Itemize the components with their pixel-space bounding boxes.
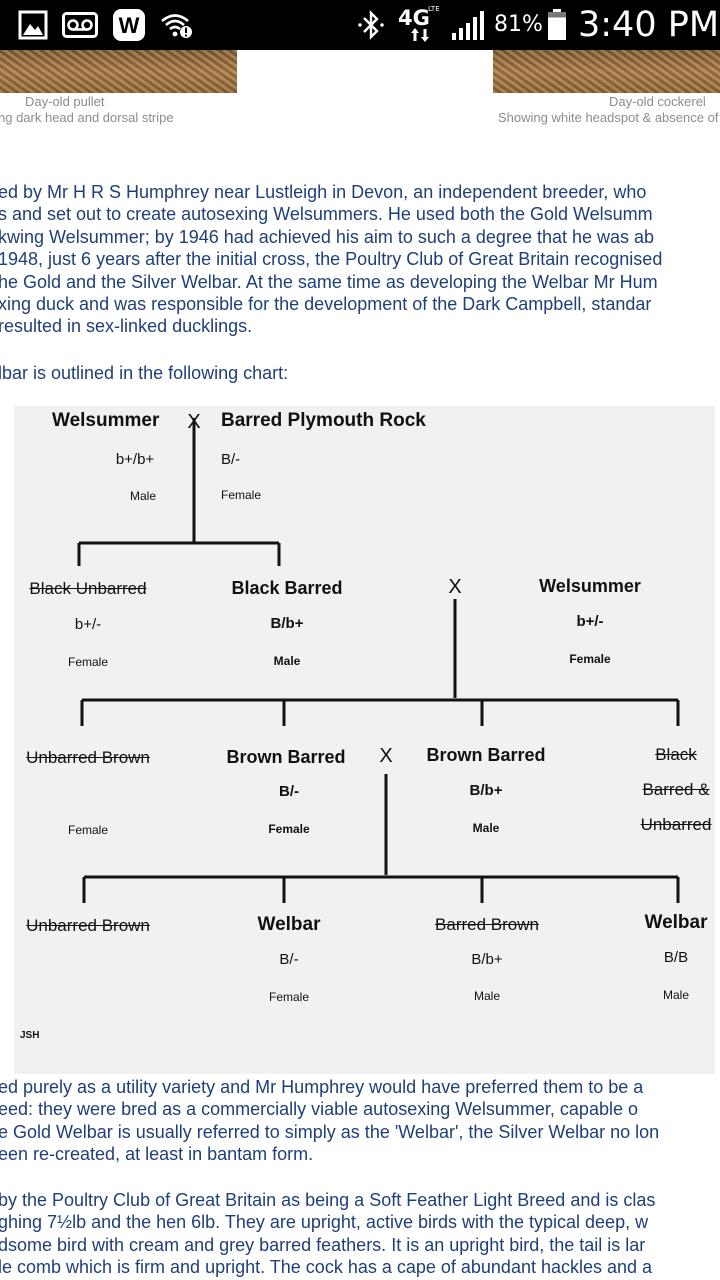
chart-credit: JSH — [20, 1030, 40, 1041]
text-line: 1948, just 6 years after the initial cro… — [0, 249, 663, 270]
gen2-unbarred-brown-sex: Female — [67, 823, 109, 837]
battery-icon — [546, 9, 568, 41]
cockerel-photo — [493, 50, 720, 93]
gen3-unbarred-brown-name: Unbarred Brown — [26, 916, 150, 935]
text-line: xing duck and was responsible for the de… — [0, 294, 652, 315]
text-line: by the Poultry Club of Great Britain as … — [0, 1190, 656, 1210]
text-line: dsome bird with cream and grey barred fe… — [0, 1234, 646, 1255]
gen2-brown-barred-male-genotype: B/b+ — [469, 782, 503, 799]
voicemail-icon — [62, 9, 98, 41]
parent-welsummer-genotype: b+/b+ — [115, 451, 155, 468]
text-line: eed: they were bred as a commercially vi… — [0, 1099, 638, 1120]
article-paragraph-utility: ed purely as a utility variety and Mr Hu… — [0, 1076, 659, 1166]
breeding-chart: Welsummer X Barred Plymouth Rock b+/b+ B… — [14, 406, 715, 1074]
pullet-caption: Day-old pullet — [25, 94, 105, 109]
gen3-welbar-male-sex: Male — [662, 988, 690, 1002]
text-line: le comb which is firm and upright. The c… — [0, 1257, 653, 1278]
cross-symbol: X — [379, 745, 393, 767]
battery-percent: 81% — [494, 12, 543, 37]
gen2-brown-barred-female-genotype: B/- — [279, 783, 299, 800]
pullet-subcaption: ng dark head and dorsal stripe — [0, 110, 174, 125]
text-line: resulted in sex-linked ducklings. — [0, 316, 253, 337]
parent-plymouth-rock-name: Barred Plymouth Rock — [221, 410, 426, 431]
gen1-welsummer-genotype: b+/- — [576, 613, 604, 630]
gen1-black-barred-name: Black Barred — [231, 578, 343, 598]
cockerel-caption: Day-old cockerel — [609, 94, 706, 109]
gen3-welbar-female-genotype: B/- — [279, 951, 299, 968]
pullet-photo — [0, 50, 237, 93]
network-type: 4G — [398, 6, 430, 30]
parent-welsummer-sex: Male — [129, 489, 157, 503]
gen1-black-unbarred-sex: Female — [67, 655, 109, 669]
gen1-black-unbarred-name: Black Unbarred — [29, 579, 147, 598]
text-line: he Gold and the Silver Welbar. At the sa… — [0, 271, 658, 292]
w-app-icon: W — [112, 9, 146, 41]
gen3-welbar-female-name: Welbar — [257, 914, 321, 935]
parent-plymouth-rock-sex: Female — [221, 488, 262, 502]
cross-symbol: X — [187, 411, 201, 433]
text-line: een re-created, at least in bantam form. — [0, 1144, 314, 1165]
bluetooth-icon — [356, 9, 386, 41]
article-paragraph-history: ed by Mr H R S Humphrey near Lustleigh i… — [0, 181, 662, 338]
parent-plymouth-rock-genotype: B/- — [221, 451, 241, 468]
article-paragraph-standard: by the Poultry Club of Great Britain as … — [0, 1189, 655, 1279]
gen1-welsummer-sex: Female — [569, 652, 611, 666]
chart-lines — [77, 418, 680, 903]
gen1-black-barred-sex: Male — [273, 654, 301, 668]
clock: 3:40 PM — [578, 5, 720, 45]
text-line: ed by Mr H R S Humphrey near Lustleigh i… — [0, 182, 647, 202]
gen1-black-unbarred-genotype: b+/- — [74, 616, 102, 633]
cockerel-subcaption: Showing white headspot & absence of d — [498, 110, 720, 125]
gen1-welsummer-name: Welsummer — [539, 576, 641, 596]
gen3-barred-brown-genotype: B/b+ — [471, 951, 503, 968]
gen3-welbar-male-genotype: B/B — [663, 949, 689, 966]
data-arrows-icon — [410, 28, 430, 42]
gen3-barred-brown-sex: Male — [473, 989, 501, 1003]
gen3-barred-brown-name: Barred Brown — [435, 915, 539, 934]
text-line: ghing 7½lb and the hen 6lb. They are upr… — [0, 1212, 649, 1233]
w-app-letter: W — [118, 13, 140, 38]
gen3-welbar-female-sex: Female — [268, 990, 310, 1004]
text-line: kwing Welsummer; by 1946 had achieved hi… — [0, 226, 655, 247]
text-line: ed purely as a utility variety and Mr Hu… — [0, 1077, 644, 1097]
text-line: s and set out to create autosexing Welsu… — [0, 204, 653, 225]
signal-icon — [450, 9, 486, 41]
gen2-barred-name-line: Barred & — [642, 780, 710, 799]
parent-welsummer-name: Welsummer — [52, 410, 160, 431]
article-chart-intro: lbar is outlined in the following chart: — [0, 362, 288, 384]
cross-symbol: X — [448, 576, 462, 598]
text-line: lbar is outlined in the following chart: — [0, 363, 289, 383]
text-line: e Gold Welbar is usually referred to sim… — [0, 1121, 660, 1142]
gen2-brown-barred-female-sex: Female — [268, 822, 310, 836]
gen2-brown-barred-male-name: Brown Barred — [426, 745, 546, 765]
gen2-brown-barred-male-sex: Male — [472, 821, 500, 835]
gallery-icon — [17, 9, 49, 41]
gen2-unbarred-brown-name: Unbarred Brown — [26, 748, 150, 767]
gen2-unbarred-name-line: Unbarred — [640, 815, 712, 834]
network-subtype: LTE — [428, 5, 440, 13]
gen2-black-name-line: Black — [655, 745, 697, 764]
gen3-welbar-male-name: Welbar — [644, 912, 708, 933]
gen1-black-barred-genotype: B/b+ — [270, 615, 304, 632]
wifi-alert-icon — [160, 9, 194, 41]
gen2-brown-barred-female-name: Brown Barred — [226, 747, 346, 767]
status-bar: W 4G LTE 81% 3:40 PM — [0, 0, 720, 50]
